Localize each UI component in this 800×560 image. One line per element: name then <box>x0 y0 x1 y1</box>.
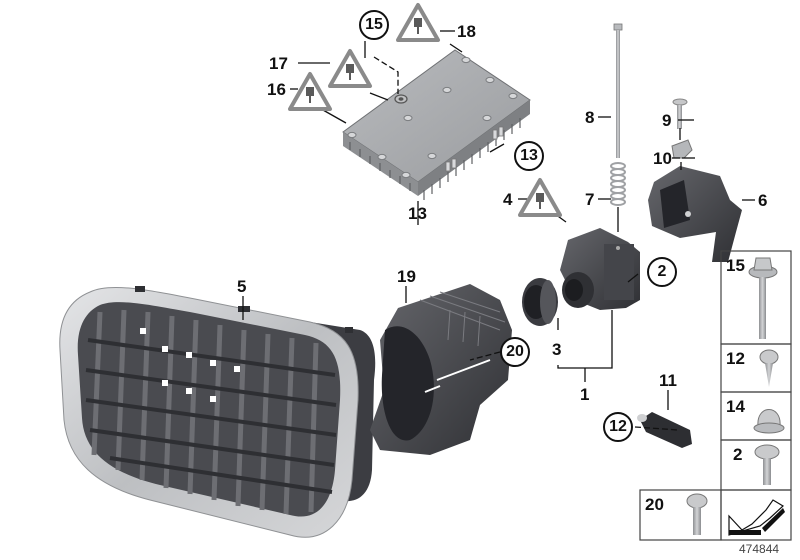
callout-11[interactable]: 11 <box>659 371 677 390</box>
diagram-id-number: 474844 <box>739 542 780 556</box>
plug-warning-icon-18 <box>396 3 440 42</box>
connector-holder-part <box>637 412 692 448</box>
callout-6[interactable]: 6 <box>758 191 768 210</box>
legend-label-2: 2 <box>733 445 743 464</box>
legend-torx-screw-20 <box>686 493 708 535</box>
actuator-bracket-part <box>648 166 742 262</box>
callout-18[interactable]: 18 <box>457 22 476 41</box>
legend-cell-12[interactable]: 12 <box>721 344 791 392</box>
camera-module-part <box>560 228 640 310</box>
callout-3[interactable]: 3 <box>552 340 562 359</box>
callout-9[interactable]: 9 <box>662 111 672 130</box>
legend-cell-20[interactable]: 20 <box>640 490 721 540</box>
plug-warning-icon-4 <box>518 178 562 217</box>
fastener-legend-table <box>639 250 792 541</box>
callout-19[interactable]: 19 <box>397 267 416 286</box>
callout-15-circled[interactable]: 15 <box>359 10 389 40</box>
legend-cell-14[interactable]: 14 <box>721 392 791 440</box>
callout-17[interactable]: 17 <box>269 54 288 73</box>
legend-cell-15[interactable]: 15 <box>721 251 791 344</box>
callout-1[interactable]: 1 <box>580 385 590 404</box>
legend-label-14: 14 <box>726 397 745 416</box>
callout-2-circled[interactable]: 2 <box>647 257 677 287</box>
clip-nut-part <box>671 139 693 159</box>
callout-16[interactable]: 16 <box>267 80 286 99</box>
long-bolt-part <box>613 23 623 158</box>
seal-ring-part <box>522 278 558 326</box>
plug-warning-icon-16 <box>288 72 332 111</box>
leader-lines <box>242 30 755 431</box>
legend-label-12: 12 <box>726 349 745 368</box>
legend-label-15: 15 <box>726 256 745 275</box>
kidney-grille-part <box>59 286 376 538</box>
arrow-symbol-icon <box>728 499 785 536</box>
callout-4[interactable]: 4 <box>503 190 513 209</box>
legend-pan-screw-12 <box>759 349 779 387</box>
legend-flange-screw-2 <box>754 444 780 485</box>
control-unit-part <box>342 49 531 200</box>
callout-10[interactable]: 10 <box>653 149 672 168</box>
legend-cap-nut-14 <box>753 409 785 434</box>
legend-label-20: 20 <box>645 495 664 514</box>
legend-cell-2[interactable]: 2 <box>721 440 791 490</box>
callout-14-circled[interactable]: 13 <box>514 141 544 171</box>
callout-20-circled[interactable]: 20 <box>500 337 530 367</box>
callout-7[interactable]: 7 <box>585 190 595 209</box>
callout-12-circled[interactable]: 12 <box>603 412 633 442</box>
legend-hex-bolt-15 <box>748 257 778 339</box>
callout-13[interactable]: 13 <box>408 204 427 223</box>
housing-bracket-part <box>370 284 512 455</box>
callout-8[interactable]: 8 <box>585 108 595 127</box>
bolt-part <box>672 98 688 129</box>
callout-5[interactable]: 5 <box>237 277 247 296</box>
spring-part <box>610 162 626 206</box>
plug-warning-icon-17 <box>328 49 372 88</box>
